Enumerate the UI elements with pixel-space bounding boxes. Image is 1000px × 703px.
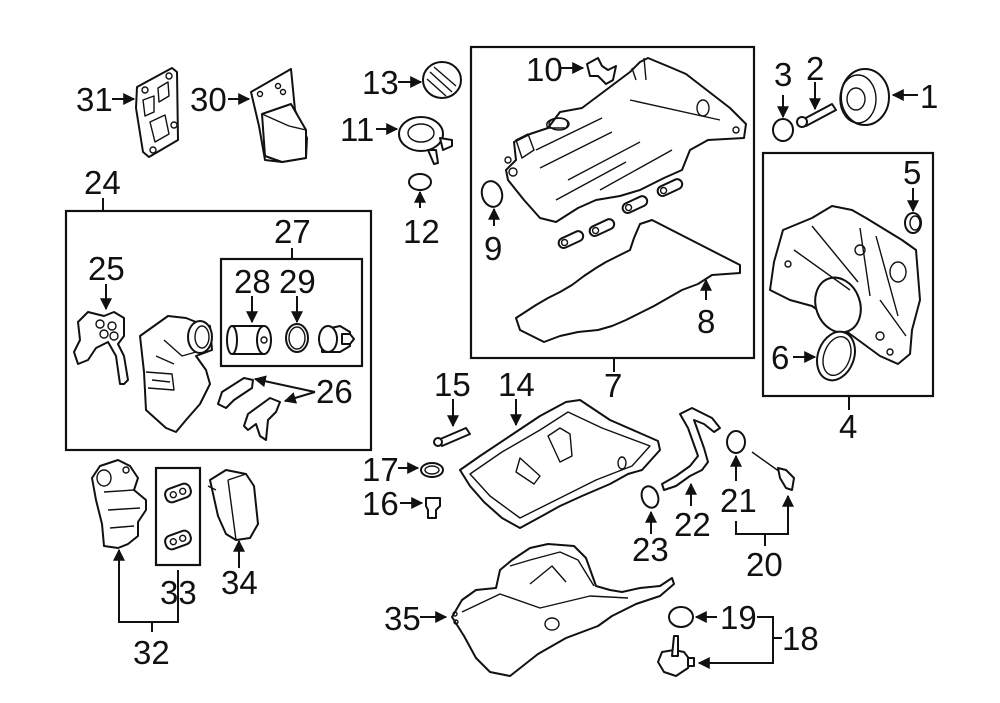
- callout-16[interactable]: 16: [362, 485, 399, 522]
- callout-28[interactable]: 28: [234, 263, 271, 300]
- callout-7[interactable]: 7: [604, 367, 622, 404]
- callout-labels: 1 2 3 4 5 6 7 8 9 10 11 12 13 14 15 16 1…: [76, 50, 938, 671]
- part-25-housing-gasket[interactable]: [73, 311, 129, 385]
- callout-5[interactable]: 5: [903, 154, 921, 191]
- callout-20[interactable]: 20: [746, 546, 783, 583]
- callout-3[interactable]: 3: [774, 56, 792, 93]
- part-7-valve-cover[interactable]: [504, 57, 747, 223]
- callout-31[interactable]: 31: [76, 81, 113, 118]
- part-14-upper-oil-pan[interactable]: [459, 399, 661, 529]
- part-28-oil-filter-element[interactable]: [226, 325, 272, 355]
- group-box-24: [64, 209, 373, 452]
- group-box-7: [469, 45, 756, 360]
- part-16-drain-plug[interactable]: [425, 497, 441, 519]
- part-19-o-ring[interactable]: [668, 606, 694, 628]
- callout-29[interactable]: 29: [279, 263, 316, 300]
- callout-34[interactable]: 34: [221, 564, 258, 601]
- part-21-o-ring[interactable]: [726, 430, 746, 454]
- callout-22[interactable]: 22: [674, 506, 711, 543]
- part-13-oil-filler-cap[interactable]: [422, 61, 462, 99]
- spark-plug-tube-seals[interactable]: [557, 178, 684, 250]
- callout-2[interactable]: 2: [806, 50, 824, 87]
- part-6-front-crank-seal[interactable]: [811, 326, 862, 385]
- part-12-o-ring[interactable]: [408, 173, 432, 191]
- callout-4[interactable]: 4: [839, 408, 857, 445]
- part-34-oil-cooler[interactable]: [207, 469, 259, 541]
- part-9-o-ring[interactable]: [479, 179, 505, 209]
- callout-14[interactable]: 14: [498, 366, 535, 403]
- callout-32[interactable]: 32: [133, 634, 170, 671]
- part-32-oil-cooler-housing[interactable]: [91, 459, 147, 549]
- part-11-oil-filler-neck[interactable]: [398, 116, 453, 165]
- part-35-lower-oil-pan[interactable]: [451, 543, 675, 677]
- group-box-33: [154, 466, 202, 567]
- callout-27[interactable]: 27: [274, 213, 311, 250]
- callout-18[interactable]: 18: [782, 620, 819, 657]
- part-3-cap[interactable]: [772, 118, 794, 142]
- part-8-valve-cover-gasket[interactable]: [515, 219, 741, 343]
- part-18-oil-level-sensor[interactable]: [657, 635, 695, 677]
- part-15-sealant[interactable]: [433, 427, 471, 447]
- oil-filter-cap[interactable]: [318, 325, 355, 353]
- callout-1[interactable]: 1: [920, 78, 938, 115]
- callout-11[interactable]: 11: [340, 111, 374, 148]
- part-30-heat-shield[interactable]: [250, 68, 308, 163]
- callout-8[interactable]: 8: [697, 303, 715, 340]
- callout-10[interactable]: 10: [526, 51, 563, 88]
- callout-21[interactable]: 21: [720, 482, 757, 519]
- part-31-gasket[interactable]: [135, 67, 179, 158]
- callout-24[interactable]: 24: [84, 164, 121, 201]
- part-26-gaskets[interactable]: [217, 377, 281, 441]
- callout-35[interactable]: 35: [384, 600, 421, 637]
- callout-17[interactable]: 17: [362, 451, 399, 488]
- part-5-seal[interactable]: [904, 212, 922, 234]
- callout-26[interactable]: 26: [316, 373, 353, 410]
- part-4-timing-cover[interactable]: [769, 205, 921, 365]
- callout-9[interactable]: 9: [484, 230, 502, 267]
- callout-6[interactable]: 6: [771, 339, 789, 376]
- callout-19[interactable]: 19: [720, 599, 757, 636]
- part-22-dipstick-tube[interactable]: [661, 407, 721, 491]
- part-17-drain-plug-gasket[interactable]: [420, 462, 444, 478]
- part-10-bracket[interactable]: [586, 57, 617, 85]
- callout-25[interactable]: 25: [88, 250, 125, 287]
- callout-12[interactable]: 12: [403, 213, 440, 250]
- part-2-pulley-bolt[interactable]: [796, 103, 837, 128]
- part-24-oil-filter-housing[interactable]: [139, 315, 213, 433]
- callout-23[interactable]: 23: [632, 531, 669, 568]
- leader-lines: [100, 62, 919, 669]
- part-29-o-ring[interactable]: [285, 323, 309, 353]
- callout-30[interactable]: 30: [190, 81, 227, 118]
- part-23-o-ring[interactable]: [639, 484, 662, 510]
- part-1-crankshaft-pulley[interactable]: [839, 68, 890, 126]
- callout-15[interactable]: 15: [434, 366, 471, 403]
- part-33-oil-cooler-gaskets[interactable]: [163, 482, 192, 551]
- part-20-dipstick[interactable]: [751, 451, 795, 491]
- callout-33[interactable]: 33: [160, 574, 197, 611]
- callout-13[interactable]: 13: [362, 64, 399, 101]
